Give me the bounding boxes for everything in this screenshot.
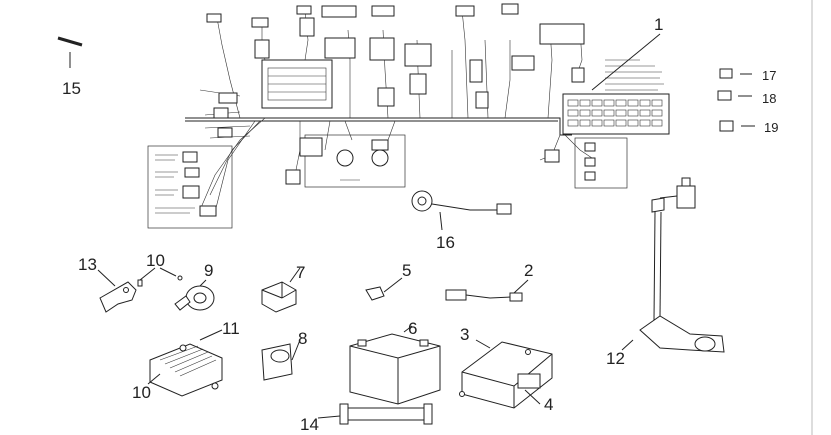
callout-13: 13 [78, 255, 97, 274]
ecu-bracket[interactable] [524, 389, 541, 405]
fuse-small[interactable] [719, 68, 752, 79]
sensor-lead[interactable] [445, 279, 529, 302]
callout-17: 17 [762, 68, 776, 83]
callout-9: 9 [204, 261, 213, 280]
battery[interactable] [349, 325, 441, 405]
callout-12: 12 [606, 349, 625, 368]
callout-6: 6 [408, 319, 417, 338]
throttle-cable-assembly[interactable] [621, 177, 725, 353]
callout-11: 11 [222, 319, 240, 338]
relay[interactable] [261, 267, 301, 313]
leader-1 [591, 33, 661, 91]
fuse-medium[interactable] [717, 90, 752, 101]
callout-4: 4 [544, 395, 553, 414]
callout-10-upper: 10 [146, 251, 165, 270]
callout-5: 5 [402, 261, 411, 280]
callout-8: 8 [298, 329, 307, 348]
callout-19: 19 [764, 120, 778, 135]
ecu-module[interactable] [459, 339, 553, 409]
callout-3: 3 [460, 325, 469, 344]
callout-18: 18 [762, 91, 776, 106]
callout-7: 7 [296, 263, 305, 282]
callout-15: 15 [62, 79, 81, 98]
cable-tie[interactable] [57, 36, 83, 68]
bolt[interactable] [137, 267, 183, 287]
horn[interactable] [174, 279, 215, 311]
callout-1: 1 [654, 15, 663, 34]
speed-sensor[interactable] [411, 190, 512, 231]
callout-labels: 1 2 3 4 5 6 7 8 9 10 10 11 12 13 14 15 1… [62, 15, 778, 434]
callout-2: 2 [524, 261, 533, 280]
regulator-rectifier[interactable] [147, 329, 223, 397]
callout-16: 16 [436, 233, 455, 252]
callout-14: 14 [300, 415, 319, 434]
wiring-harness[interactable] [147, 3, 670, 229]
callout-10-lower: 10 [132, 383, 151, 402]
ignition-coil[interactable] [261, 339, 301, 381]
small-sensor[interactable] [365, 277, 403, 301]
fuse-tube[interactable] [317, 403, 433, 425]
fuse-large[interactable] [719, 120, 755, 132]
horn-bracket[interactable] [97, 269, 137, 313]
